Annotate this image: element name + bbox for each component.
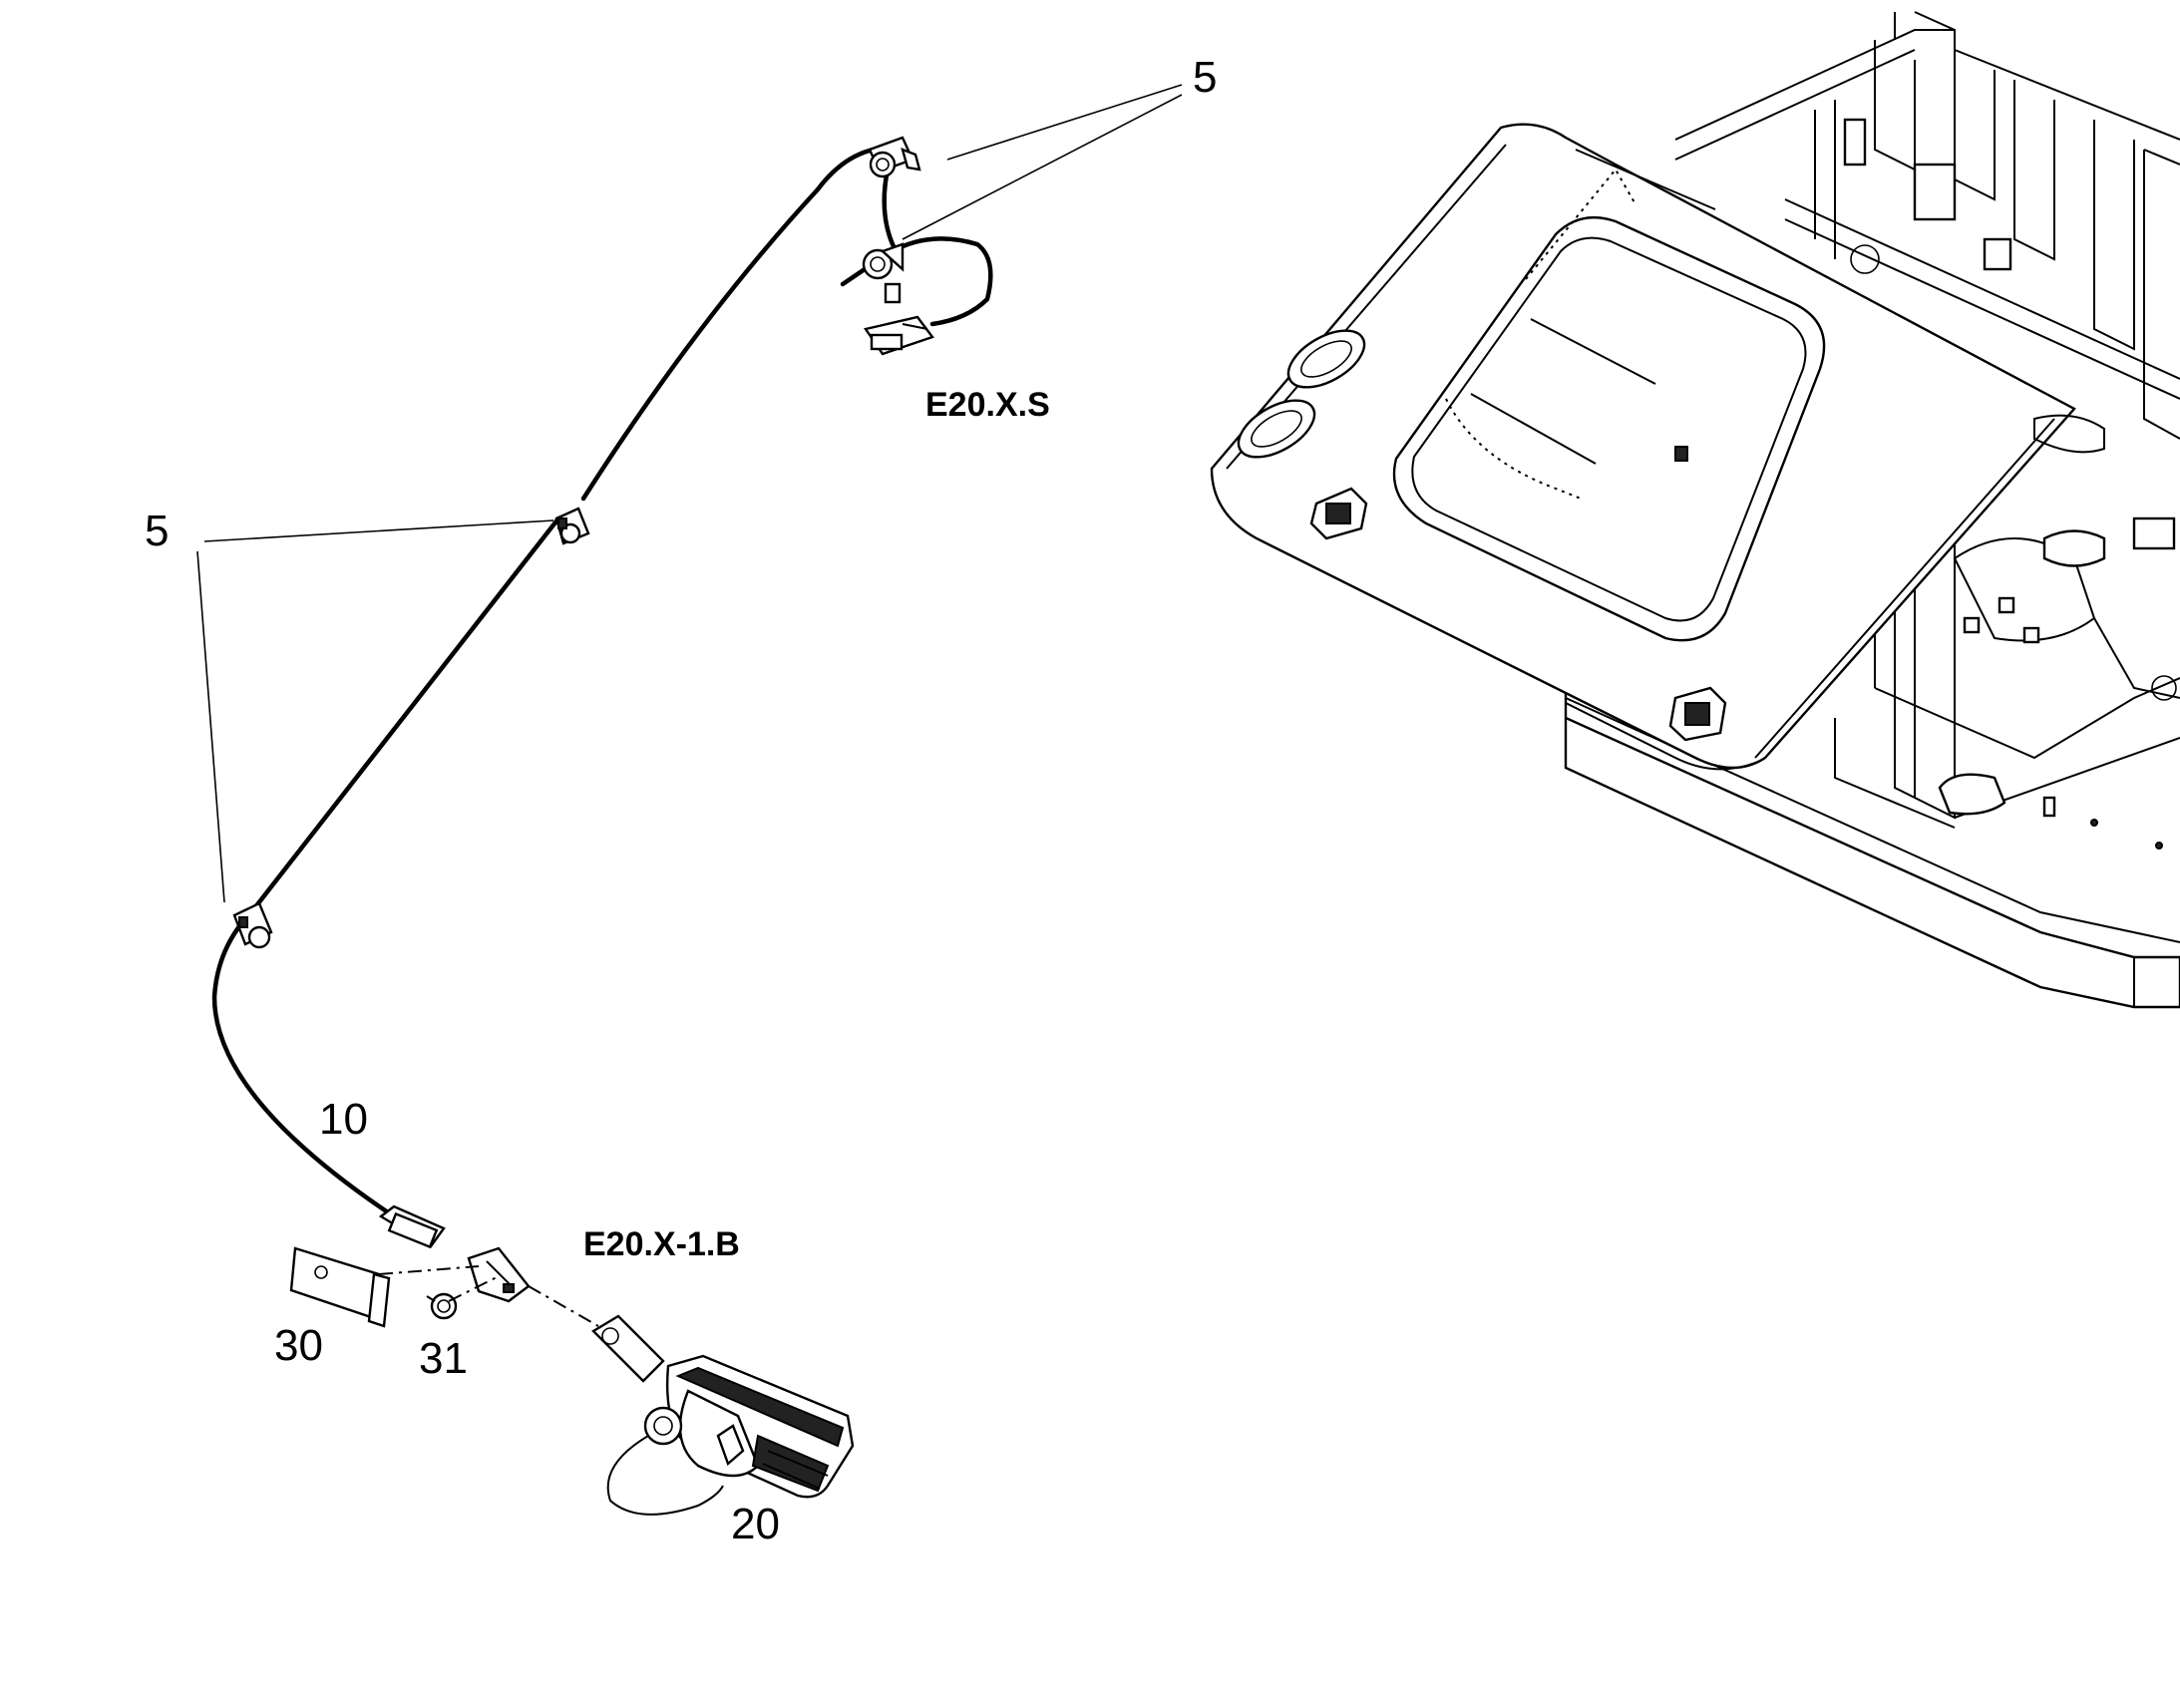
ref-switch: E20.X.S [925,386,1050,424]
callout-harness: 10 [319,1095,368,1144]
harness-clip-upper [868,136,921,178]
mounting-bracket [289,1246,391,1328]
switch-connector [864,315,934,356]
assembly-line-2 [448,1275,500,1302]
callout-clip-top: 5 [1193,53,1217,102]
harness-end-connector [378,1204,446,1249]
harness-clip-switch [862,242,905,304]
callout-clip-left: 5 [145,507,169,555]
screw [426,1292,458,1320]
callout-screw: 31 [419,1334,468,1383]
harness-clip-mid [554,507,590,545]
work-light [591,1314,855,1516]
leader-lines [196,84,1183,903]
callout-light: 20 [731,1500,780,1548]
assembly-line-3 [528,1285,599,1327]
harness-clip-lower [232,901,273,949]
wire-harness [211,145,993,1219]
ref-light: E20.X-1.B [583,1225,740,1263]
assembly-line-1 [378,1265,480,1275]
callout-bracket: 30 [274,1321,323,1370]
mating-connector [467,1246,531,1303]
machine-body [1210,11,2180,1009]
